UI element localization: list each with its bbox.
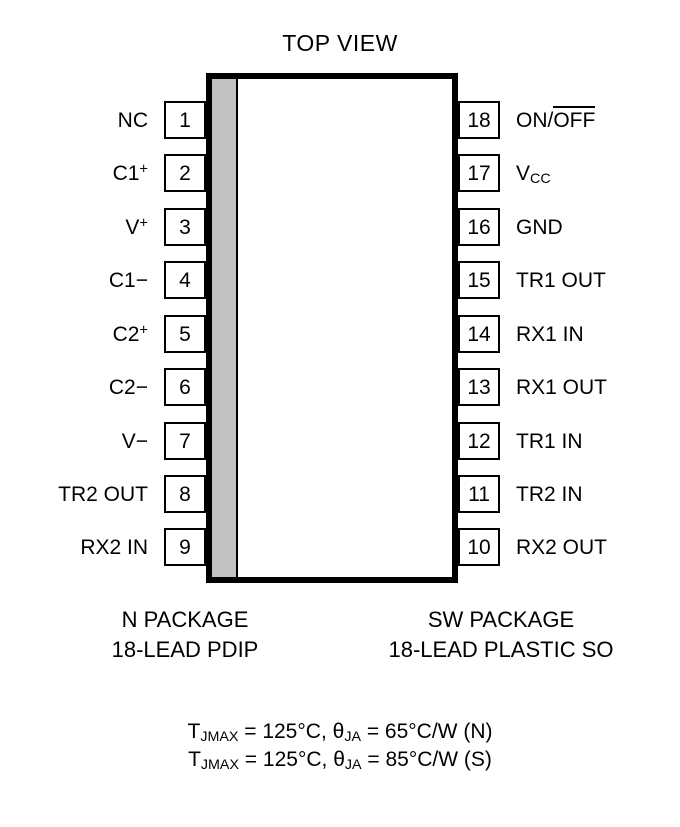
page-title: TOP VIEW — [282, 30, 398, 56]
pin-row-13: 13 RX1 OUT — [458, 368, 680, 406]
pin-label-8: TR2 OUT — [58, 482, 148, 506]
pin-row-6: C2− 6 — [0, 368, 206, 406]
tjmax-symbol-n: TJMAX — [187, 720, 239, 746]
pin-label-4: C1− — [108, 268, 148, 292]
pin-label-11: TR2 IN — [516, 482, 583, 506]
pin-label-13: RX1 OUT — [516, 375, 608, 399]
package-name-right: SW PACKAGE — [427, 607, 575, 632]
pin-row-3: V+ 3 — [0, 208, 206, 246]
pin-label-14: RX1 IN — [516, 322, 584, 346]
pin-number-2: 2 — [164, 154, 206, 192]
pin-label-17: VCC — [516, 161, 551, 187]
pin-number-5: 5 — [164, 315, 206, 353]
pin-row-1: NC 1 — [0, 101, 206, 139]
pin-label-9: RX2 IN — [80, 535, 148, 559]
pin-row-5: C2+ 5 — [0, 315, 206, 353]
pin-number-13: 13 — [458, 368, 500, 406]
pin-label-18: ON/OFF — [516, 105, 596, 132]
eq-4: = — [367, 748, 380, 771]
thermal-spec-block: TJMAX = 125°C, θJA = 65°C/W (N) TJMAX = … — [0, 718, 680, 774]
pin-label-1: NC — [117, 108, 148, 132]
eq-3: = — [244, 748, 258, 771]
package-suffix-s: (S) — [463, 748, 492, 771]
pin-row-2: C1+ 2 — [0, 154, 206, 192]
pin-label-6: C2− — [108, 375, 148, 399]
pin-row-4: C1− 4 — [0, 261, 206, 299]
comma-2: , — [321, 748, 328, 771]
pin-row-17: 17 VCC — [458, 154, 680, 192]
pin-label-3: V+ — [125, 214, 148, 239]
theta-value-s: 85°C/W — [385, 748, 459, 771]
comma-1: , — [320, 720, 327, 743]
pin-row-15: 15 TR1 OUT — [458, 261, 680, 299]
pin-number-16: 16 — [458, 208, 500, 246]
pin-number-9: 9 — [164, 528, 206, 566]
pin-number-11: 11 — [458, 475, 500, 513]
tjmax-value-s: 125°C — [262, 748, 322, 771]
pin-row-16: 16 GND — [458, 208, 680, 246]
tjmax-symbol-s: TJMAX — [188, 748, 239, 774]
package-lead-left: 18-LEAD PDIP — [111, 637, 259, 662]
tjmax-value-n: 125°C — [262, 720, 321, 743]
pin-number-1: 1 — [164, 101, 206, 139]
pin-label-10: RX2 OUT — [516, 535, 608, 559]
pin-label-2: C1+ — [112, 160, 148, 185]
pin-label-15: TR1 OUT — [516, 268, 606, 292]
theta-symbol-n: θJA — [332, 720, 361, 746]
pin-row-12: 12 TR1 IN — [458, 422, 680, 460]
package-lead-right: 18-LEAD PLASTIC SO — [388, 637, 614, 662]
pin-label-16: GND — [516, 215, 563, 239]
pin-row-7: V− 7 — [0, 422, 206, 460]
pin-number-15: 15 — [458, 261, 500, 299]
pin-row-18: 18 ON/OFF — [458, 101, 680, 139]
pin-row-9: RX2 IN 9 — [0, 528, 206, 566]
theta-value-n: 65°C/W — [384, 720, 458, 743]
package-suffix-n: (N) — [463, 720, 493, 743]
pin-number-12: 12 — [458, 422, 500, 460]
pin-number-17: 17 — [458, 154, 500, 192]
theta-symbol-s: θJA — [333, 748, 362, 774]
pin-number-10: 10 — [458, 528, 500, 566]
pin-row-8: TR2 OUT 8 — [0, 475, 206, 513]
package-caption-left: N PACKAGE 18-LEAD PDIP — [30, 605, 340, 665]
eq-2: = — [366, 720, 380, 743]
pin-number-14: 14 — [458, 315, 500, 353]
package-name-left: N PACKAGE — [121, 607, 249, 632]
pin-number-4: 4 — [164, 261, 206, 299]
eq-1: = — [244, 720, 257, 743]
pin-number-6: 6 — [164, 368, 206, 406]
package-caption-right: SW PACKAGE 18-LEAD PLASTIC SO — [336, 605, 666, 665]
pin-number-18: 18 — [458, 101, 500, 139]
thermal-spec-line-n: TJMAX = 125°C, θJA = 65°C/W (N) — [0, 718, 680, 746]
pin-label-7: V− — [121, 429, 148, 453]
pin-label-5: C2+ — [112, 321, 148, 346]
pin-row-11: 11 TR2 IN — [458, 475, 680, 513]
pin-number-8: 8 — [164, 475, 206, 513]
package-body-outline — [206, 73, 458, 583]
pin-row-14: 14 RX1 IN — [458, 315, 680, 353]
pin1-orientation-stripe — [212, 79, 238, 577]
pin-number-7: 7 — [164, 422, 206, 460]
pin-number-3: 3 — [164, 208, 206, 246]
thermal-spec-line-s: TJMAX = 125°C, θJA = 85°C/W (S) — [0, 746, 680, 774]
pin-row-10: 10 RX2 OUT — [458, 528, 680, 566]
pin-label-12: TR1 IN — [516, 429, 583, 453]
